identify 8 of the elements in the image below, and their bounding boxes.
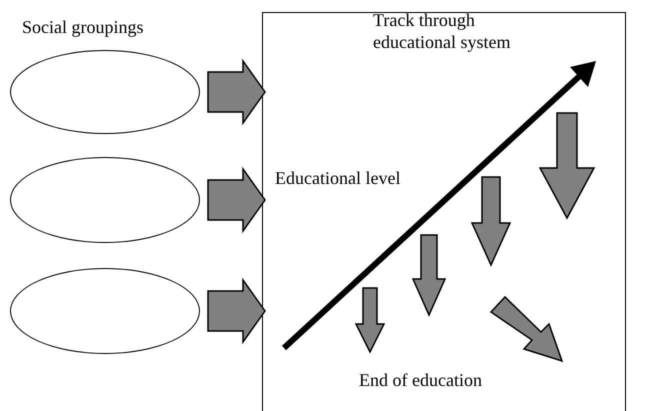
text-label: End of education — [359, 369, 482, 391]
panel — [262, 12, 626, 411]
text-label: Track through educational system — [373, 9, 512, 53]
text-label: Educational level — [275, 167, 400, 189]
block-arrow — [207, 58, 266, 126]
block-arrow — [207, 166, 266, 234]
heading-label: Social groupings — [22, 16, 144, 38]
block-arrow — [207, 278, 266, 344]
